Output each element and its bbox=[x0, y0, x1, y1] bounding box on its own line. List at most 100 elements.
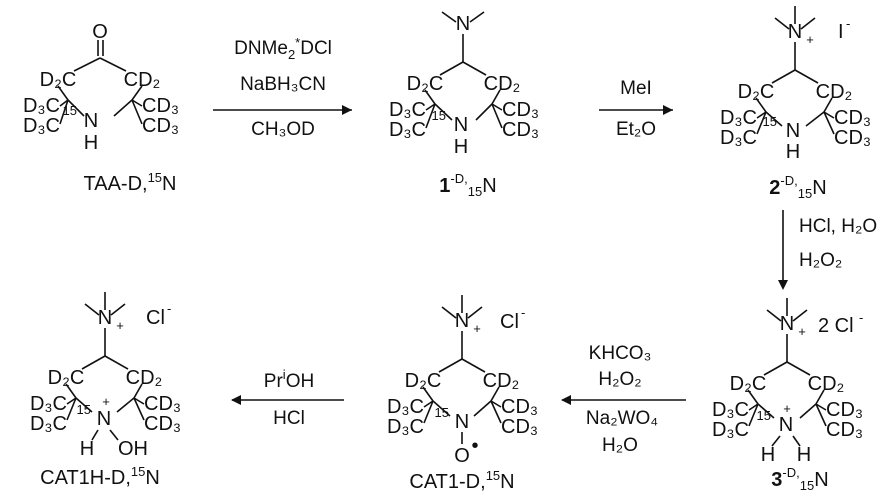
ch2-left: D₂C bbox=[405, 370, 442, 392]
reagent-oh: OH bbox=[286, 371, 315, 392]
methyl-bottom-right: CD₃ bbox=[501, 416, 538, 438]
bond-c4-c3 bbox=[73, 57, 101, 72]
nitroxide-oxygen: O bbox=[454, 445, 470, 467]
methyl-bottom-left: D₃C bbox=[387, 416, 424, 438]
ch2-right: CD₂ bbox=[483, 370, 520, 392]
compound-label-isotope: 15 bbox=[148, 170, 162, 185]
bond-c2-n bbox=[434, 103, 453, 121]
bond-c2-me2 bbox=[425, 103, 436, 129]
bond-c2-n bbox=[765, 111, 783, 127]
methyl-bottom-left: D₃C bbox=[720, 127, 757, 149]
ch2-right: CD₂ bbox=[126, 367, 163, 389]
ch2-right: CD₂ bbox=[124, 69, 161, 91]
methyl-bottom-left: D₃C bbox=[23, 115, 60, 137]
reagent-line-2: HCl bbox=[273, 408, 305, 429]
reagent-iso-sup: i bbox=[283, 367, 286, 382]
reagent-dcl: DCl bbox=[300, 38, 332, 59]
compound-label-isotope: 15 bbox=[800, 478, 814, 493]
compound-cat1h: N + Cl - D₂C CD₂ D₃C D₃C CD₃ CD₃ 15 N + … bbox=[30, 292, 181, 489]
bond-c4-c5 bbox=[794, 69, 819, 84]
bond-c6-n bbox=[116, 397, 135, 413]
reagent-line-3: Na₂WO₄ bbox=[586, 408, 658, 429]
methyl-bottom-right: CD₃ bbox=[834, 127, 871, 149]
ammonium-charge: + bbox=[116, 318, 124, 333]
bond-c6-me1 bbox=[131, 99, 143, 107]
ring-nitrogen-charge: + bbox=[783, 401, 791, 416]
compound-label-isotope: 15 bbox=[486, 468, 500, 483]
ch2-left: D₂C bbox=[40, 69, 77, 91]
bond-c3-c2 bbox=[57, 85, 69, 101]
compound-label-isotope: 15 bbox=[131, 464, 145, 479]
methyl-top-right: CD₃ bbox=[142, 95, 179, 117]
compound-label-tail: N bbox=[482, 175, 496, 197]
arrowhead-4 bbox=[561, 395, 571, 405]
counterion-charge: - bbox=[521, 305, 525, 320]
reagent-line-1: HCl, H₂O bbox=[799, 216, 877, 237]
ch2-left: D₂C bbox=[730, 373, 767, 395]
bond-c2-me2 bbox=[66, 397, 77, 421]
methyl-bottom-right: CD₃ bbox=[142, 115, 179, 137]
compound-label: 1-D,15N bbox=[439, 171, 496, 199]
counterion: Cl bbox=[500, 311, 519, 333]
nh-hydrogen-right: H bbox=[797, 444, 811, 466]
compound-label-sup: -D, bbox=[780, 173, 797, 188]
isotope-label: 15 bbox=[432, 108, 446, 123]
arrowhead-5 bbox=[231, 395, 241, 405]
ammonium-charge: + bbox=[798, 324, 806, 339]
methyl-bottom-left: D₃C bbox=[389, 119, 426, 141]
compound-label: CAT1H-D,15N bbox=[40, 464, 160, 489]
ch2-left: D₂C bbox=[407, 73, 444, 95]
bond-c6-me2 bbox=[133, 397, 145, 421]
ring-nh-hydrogen: H bbox=[84, 132, 98, 154]
arrowhead-1 bbox=[342, 105, 352, 115]
quaternary-nitrogen: N bbox=[780, 313, 794, 335]
compound-label-isotope: 15 bbox=[468, 184, 482, 199]
bond-c6-me1 bbox=[490, 400, 502, 408]
bond-c2-me1 bbox=[66, 397, 77, 405]
bond-n-me-right bbox=[792, 309, 808, 322]
methyl-bottom-right: CD₃ bbox=[144, 413, 181, 435]
bond-c6-me1 bbox=[823, 111, 835, 119]
bond-c2-me1 bbox=[423, 400, 434, 408]
methyl-top-right: CD₃ bbox=[834, 107, 871, 129]
bond-c6-me2 bbox=[491, 103, 503, 129]
methyl-top-left: D₃C bbox=[712, 399, 749, 421]
isotope-label: 15 bbox=[77, 402, 91, 417]
reagent-line-2: NaBH₃CN bbox=[240, 74, 326, 95]
ammonium-charge: + bbox=[473, 321, 481, 336]
reagent-line-4: H₂O bbox=[602, 435, 638, 456]
bond-c4-c5 bbox=[462, 61, 487, 76]
reaction-step-4: KHCO₃ H₂O₂ Na₂WO₄ H₂O bbox=[561, 343, 686, 456]
bond-c3-c2 bbox=[65, 383, 77, 399]
bond-c4-c5 bbox=[786, 361, 811, 376]
bond-c4-c3 bbox=[438, 358, 463, 373]
bond-c3-c2 bbox=[747, 389, 759, 405]
compound-label-tail: N bbox=[814, 469, 828, 491]
reagent-star: * bbox=[295, 35, 300, 50]
bond-c4-c5 bbox=[99, 57, 127, 72]
bond-n-me-right bbox=[469, 11, 485, 23]
reagent-line-1: MeI bbox=[620, 78, 652, 99]
compound-label-tail: N bbox=[812, 177, 826, 199]
reaction-step-1: DNMe2*DCl NaBH₃CN CH₃OD bbox=[213, 35, 352, 140]
bond-n-me-right bbox=[110, 303, 126, 316]
reagent-pr: Pr bbox=[264, 371, 284, 392]
compound-3: N + 2 Cl - D₂C CD₂ D₃C D₃C CD₃ CD₃ 15 N … bbox=[712, 298, 863, 493]
bond-c6-me2 bbox=[815, 403, 827, 427]
reagent-line-2: H₂O₂ bbox=[799, 250, 842, 271]
isotope-label: 15 bbox=[435, 405, 449, 420]
quaternary-nitrogen: N bbox=[788, 21, 802, 43]
methyl-top-right: CD₃ bbox=[502, 99, 539, 121]
bond-c5-c6 bbox=[491, 89, 501, 105]
ring-nitrogen: N bbox=[454, 114, 468, 136]
ammonium-charge: + bbox=[806, 32, 814, 47]
hydroxyl-group: OH bbox=[118, 438, 148, 460]
bond-n-me-left bbox=[774, 17, 790, 30]
bond-c4-c3 bbox=[763, 361, 788, 376]
compound-label-sup: -D, bbox=[782, 465, 799, 480]
compound-label-tail: N bbox=[145, 467, 159, 489]
ch2-left: D₂C bbox=[48, 367, 85, 389]
ring-nitrogen: N bbox=[84, 110, 98, 132]
bond-c4-c3 bbox=[771, 69, 796, 84]
